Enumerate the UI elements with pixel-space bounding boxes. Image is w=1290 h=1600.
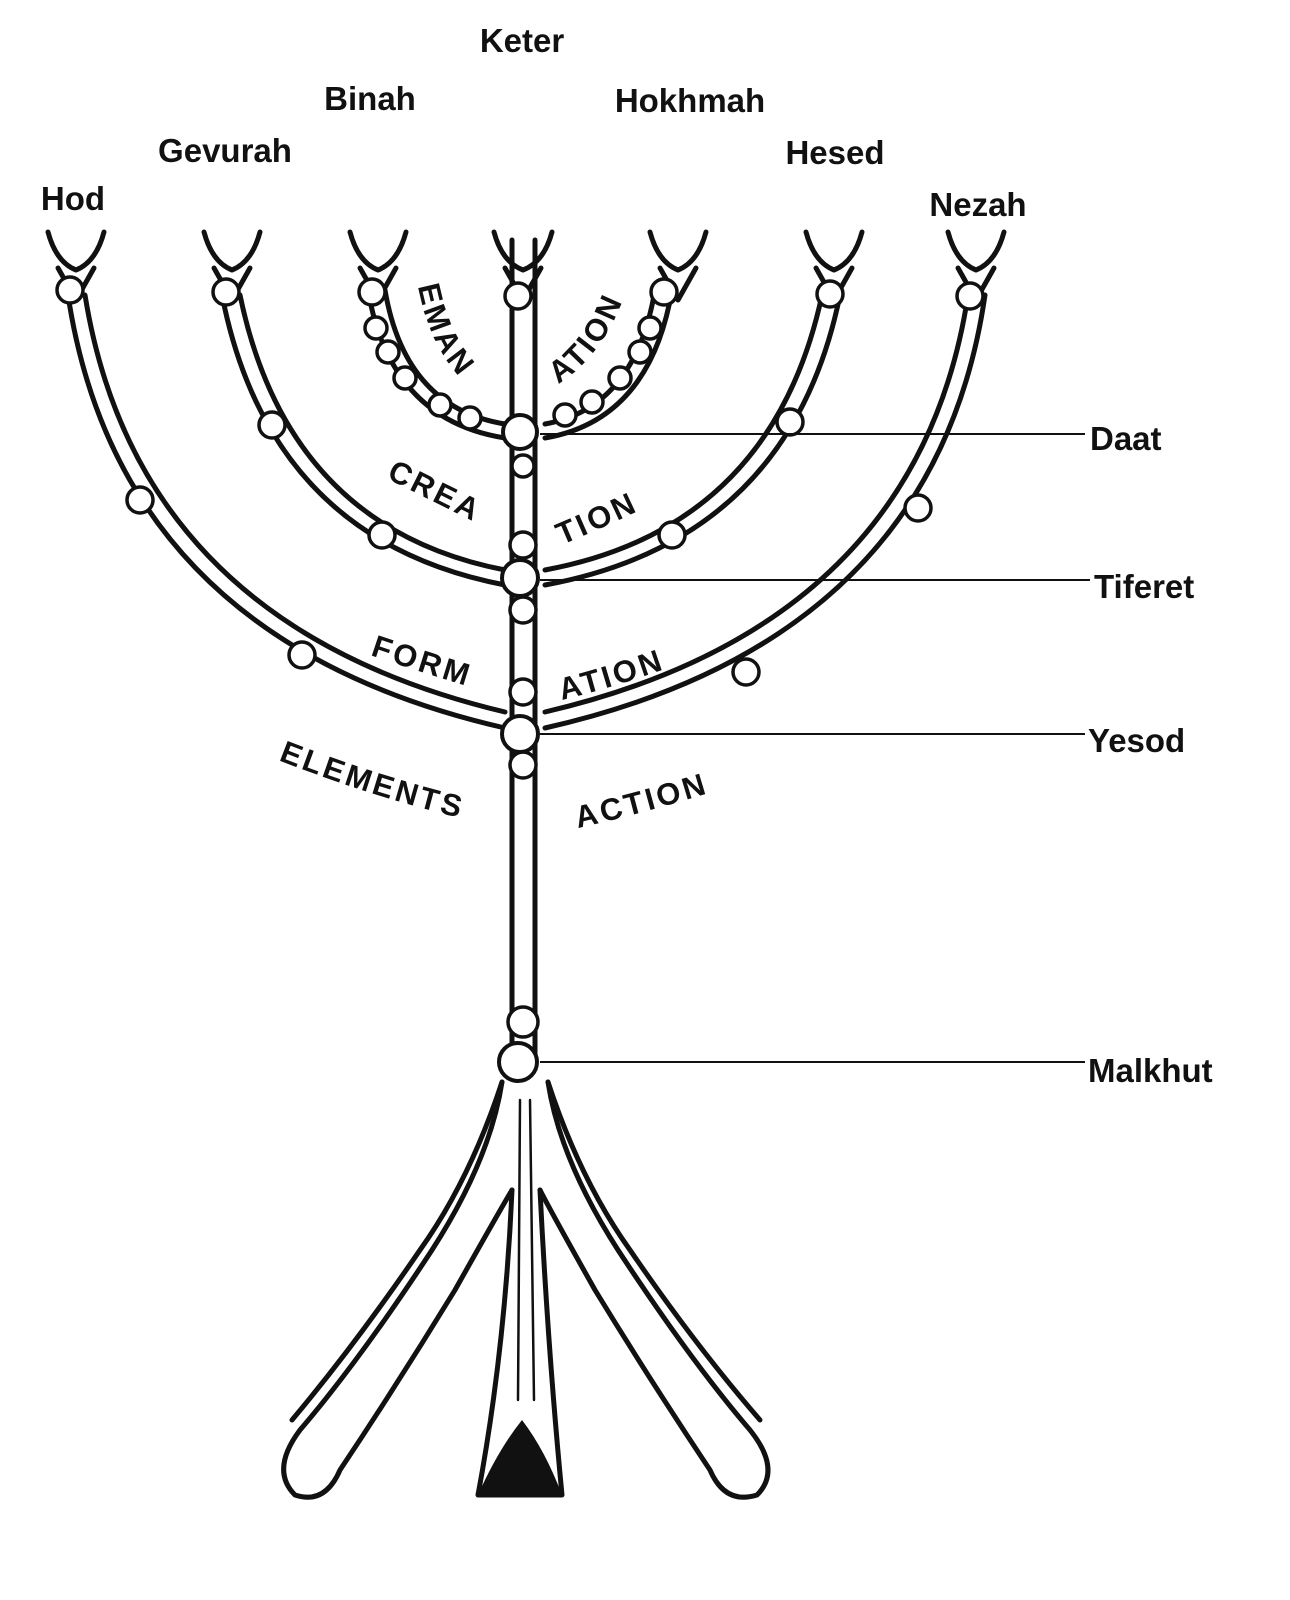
daat-label: Daat — [1090, 420, 1162, 457]
keter-label: Keter — [480, 22, 565, 59]
tiferet-label: Tiferet — [1094, 568, 1194, 605]
elements-label: ELEMENTS — [276, 734, 469, 825]
hod-label: Hod — [41, 180, 105, 217]
yesod-node — [500, 714, 540, 754]
tiferet-node — [500, 558, 540, 598]
menorah-base — [281, 1079, 771, 1500]
emanation-left-label: EMAN — [411, 280, 483, 383]
yesod-label: Yesod — [1088, 722, 1185, 759]
daat-node — [501, 413, 539, 451]
hokhmah-label: Hokhmah — [615, 82, 765, 119]
central-shaft — [509, 237, 538, 1063]
binah-label: Binah — [324, 80, 416, 117]
gevurah-label: Gevurah — [158, 132, 292, 169]
malkhut-label: Malkhut — [1088, 1052, 1213, 1089]
leader-lines — [540, 433, 1090, 1063]
hesed-label: Hesed — [785, 134, 884, 171]
action-label: ACTION — [571, 766, 712, 835]
creation-right-label: TION — [551, 485, 643, 552]
formation-left-label: FORM — [368, 628, 477, 693]
creation-left-label: CREA — [383, 453, 488, 529]
malkhut-node — [497, 1041, 539, 1083]
knops — [55, 275, 985, 1039]
branches — [65, 287, 988, 731]
nezah-label: Nezah — [929, 186, 1026, 223]
